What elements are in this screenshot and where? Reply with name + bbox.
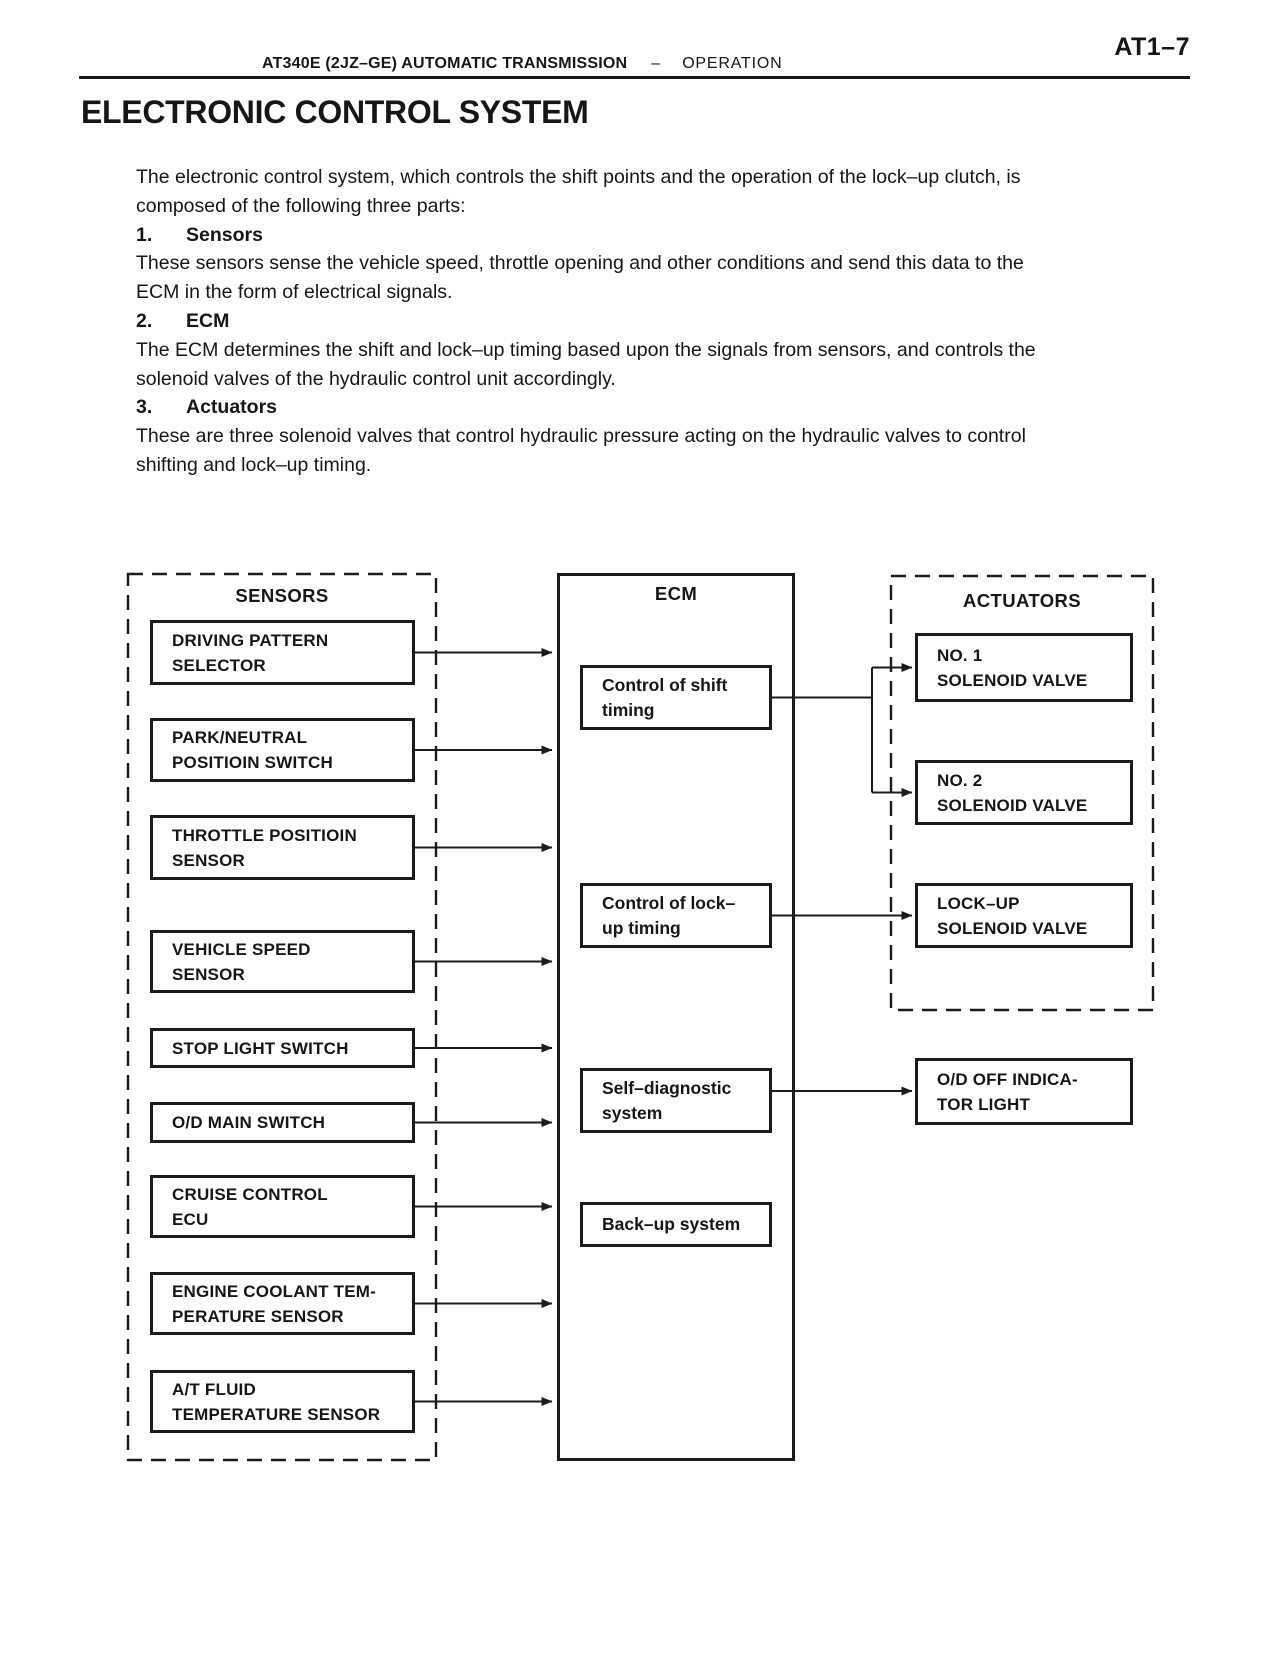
actuator-box-lockup-solenoid-valve: LOCK–UP SOLENOID VALVE [915, 883, 1133, 948]
list-heading-sensors: 1. Sensors [136, 221, 1186, 250]
running-header-separator: – [651, 55, 661, 72]
ecm-box-control-of-lockup-timing: Control of lock– up timing [580, 883, 772, 948]
running-header: AT340E (2JZ–GE) AUTOMATIC TRANSMISSION – O… [262, 55, 1162, 73]
list-body-sensors: These sensors sense the vehicle speed, t… [136, 252, 1024, 304]
ecm-box-backup-system: Back–up system [580, 1202, 772, 1247]
list-label: Actuators [186, 396, 278, 419]
header-rule [79, 76, 1190, 79]
page-number: AT1–7 [1114, 33, 1190, 61]
ecm-box-self-diagnostic-system: Self–diagnostic system [580, 1068, 772, 1133]
list-body-actuators: These are three solenoid valves that con… [136, 425, 1026, 476]
sensor-box-park-neutral-position-switch: PARK/NEUTRAL POSITIOIN SWITCH [150, 718, 415, 782]
od-off-indicator-light-box: O/D OFF INDICA- TOR LIGHT [915, 1058, 1133, 1125]
running-header-section: OPERATION [682, 55, 783, 72]
sensors-panel-title: SENSORS [235, 585, 329, 606]
intro-text: The electronic control system, which con… [136, 163, 1186, 480]
list-label: ECM [186, 309, 230, 332]
list-number: 3. [136, 396, 153, 419]
list-number: 2. [136, 309, 153, 332]
ecm-panel-title: ECM [654, 583, 698, 604]
sensor-box-vehicle-speed-sensor: VEHICLE SPEED SENSOR [150, 930, 415, 993]
actuator-box-no2-solenoid-valve: NO. 2 SOLENOID VALVE [915, 760, 1133, 825]
list-number: 1. [136, 223, 153, 246]
sensor-box-driving-pattern-selector: DRIVING PATTERN SELECTOR [150, 620, 415, 685]
sensor-box-cruise-control-ecu: CRUISE CONTROL ECU [150, 1175, 415, 1238]
running-header-title: AT340E (2JZ–GE) AUTOMATIC TRANSMISSION [262, 55, 628, 72]
sensor-box-engine-coolant-temperature-sensor: ENGINE COOLANT TEM- PERATURE SENSOR [150, 1272, 415, 1335]
ecm-box-control-of-shift-timing: Control of shift timing [580, 665, 772, 730]
list-heading-actuators: 3. Actuators [136, 393, 1186, 422]
sensor-box-throttle-position-sensor: THROTTLE POSITIOIN SENSOR [150, 815, 415, 880]
list-heading-ecm: 2. ECM [136, 307, 1186, 336]
actuators-panel-title: ACTUATORS [962, 590, 1082, 611]
list-body-ecm: The ECM determines the shift and lock–up… [136, 338, 1036, 390]
sensor-box-stop-light-switch: STOP LIGHT SWITCH [150, 1028, 415, 1068]
list-label: Sensors [186, 223, 263, 246]
intro-lead: The electronic control system, which con… [136, 166, 1021, 217]
section-title: ELECTRONIC CONTROL SYSTEM [81, 94, 589, 130]
sensor-box-od-main-switch: O/D MAIN SWITCH [150, 1102, 415, 1143]
actuator-box-no1-solenoid-valve: NO. 1 SOLENOID VALVE [915, 633, 1133, 702]
sensor-box-at-fluid-temperature-sensor: A/T FLUID TEMPERATURE SENSOR [150, 1370, 415, 1433]
